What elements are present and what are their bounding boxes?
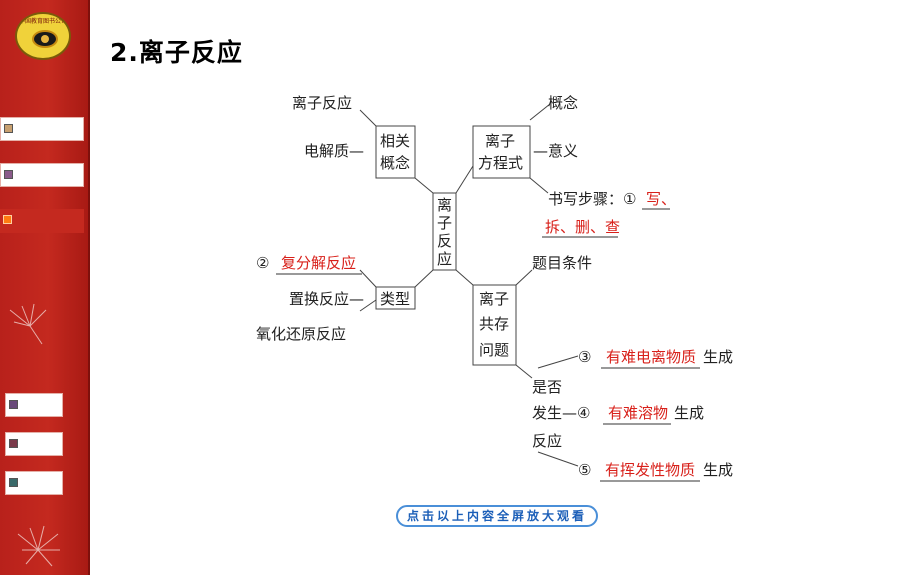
dandelion-decoration [17, 525, 60, 567]
equation-steps-label: 书写步骤：① [548, 190, 636, 208]
coexist-box-line-3: 问题 [479, 341, 509, 359]
answer-steps-line-1: 写、 [646, 190, 676, 208]
equation-box-line-2: 方程式 [478, 154, 523, 172]
square-icon [3, 215, 12, 224]
answer-precipitate: 有难溶物 [608, 404, 668, 422]
whether-line-3: 反应 [532, 432, 562, 450]
answer-steps-line-2: 拆、删、查 [545, 218, 620, 236]
square-icon [9, 400, 18, 409]
answer-weak-electrolyte: 有难电离物质 [606, 348, 696, 366]
logo-ring-text: 中国教育图书公司 [18, 18, 67, 25]
whether-line-2: 发生—④ [532, 404, 590, 422]
cond-marker-5: ⑤ [578, 461, 591, 479]
coexist-box-line-2: 共存 [479, 315, 509, 333]
concept-box-line-2: 概念 [380, 154, 410, 172]
equation-box-line-1: 离子 [485, 132, 515, 150]
type-redox: 氧化还原反应 [256, 325, 346, 343]
type-displacement: 置换反应— [289, 290, 364, 308]
fullscreen-button[interactable]: 点击以上内容全屏放大观看 [396, 505, 598, 527]
center-char-4: 应 [437, 250, 452, 268]
nav-button-2[interactable] [0, 163, 84, 187]
center-box [432, 192, 457, 271]
dandelion-decoration [9, 303, 47, 345]
sidebar: 中国教育图书公司 [0, 0, 88, 575]
center-char-2: 子 [437, 214, 452, 232]
concept-electrolyte: 电解质— [304, 142, 364, 160]
sidebar-divider [88, 0, 90, 575]
concept-box-line-1: 相关 [380, 132, 410, 150]
equation-meaning: —意义 [533, 142, 578, 160]
nav-button-5[interactable] [5, 432, 63, 456]
cond-suffix-1: 生成 [703, 348, 733, 366]
concept-ionic-reaction: 离子反应 [292, 94, 352, 112]
whether-line-1: 是否 [532, 378, 562, 396]
cond-marker-3: ③ [578, 348, 591, 366]
center-char-1: 离 [437, 196, 452, 214]
type-box [375, 286, 416, 310]
cond-suffix-3: 生成 [703, 461, 733, 479]
type-marker-2: ② [256, 254, 269, 272]
page-title: 2.离子反应 [110, 38, 243, 67]
coexist-box [472, 284, 517, 366]
square-icon [9, 478, 18, 487]
square-icon [4, 124, 13, 133]
coexist-box-line-1: 离子 [479, 290, 509, 308]
square-icon [4, 170, 13, 179]
equation-concept: 概念 [548, 94, 578, 112]
nav-button-6[interactable] [5, 471, 63, 495]
square-icon [9, 439, 18, 448]
nav-button-4[interactable] [5, 393, 63, 417]
equation-box [472, 125, 531, 179]
eye-icon [32, 30, 58, 48]
nav-button-3-active[interactable] [0, 209, 84, 233]
center-char-3: 反 [437, 232, 452, 250]
concept-box [375, 125, 416, 179]
coexist-conditions: 题目条件 [532, 254, 592, 272]
cond-suffix-2: 生成 [674, 404, 704, 422]
answer-double-displacement: 复分解反应 [281, 254, 356, 272]
nav-button-1[interactable] [0, 117, 84, 141]
answer-volatile: 有挥发性物质 [605, 461, 695, 479]
publisher-logo: 中国教育图书公司 [15, 12, 71, 60]
type-box-label: 类型 [380, 290, 410, 308]
